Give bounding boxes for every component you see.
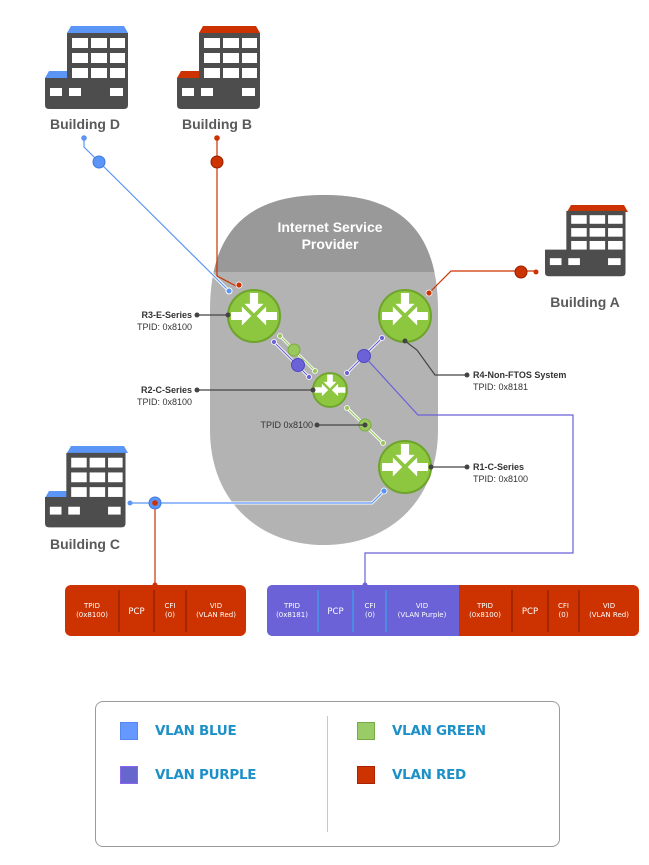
frame-field-label: CFI bbox=[165, 602, 176, 610]
building-icon bbox=[545, 205, 628, 277]
frame-field-value: (VLAN Red) bbox=[196, 611, 236, 619]
vlan-red-marker bbox=[152, 500, 158, 506]
legend-label: VLAN RED bbox=[392, 767, 466, 783]
router-r2[interactable] bbox=[312, 372, 348, 408]
legend-swatch-blue bbox=[120, 722, 138, 740]
frame-field-value: (0x8100) bbox=[469, 611, 501, 619]
callout-link-tpid: TPID 0x8100 bbox=[260, 420, 368, 430]
callout-r4: R4-Non-FTOS System TPID: 0x8181 bbox=[402, 338, 566, 392]
callout-r3: R3-E-Series TPID: 0x8100 bbox=[137, 310, 231, 332]
callout-r2: R2-C-Series TPID: 0x8100 bbox=[137, 385, 316, 407]
frame-field-label: CFI bbox=[365, 602, 376, 610]
building-roof-low bbox=[177, 71, 199, 78]
frame-field-label: VID bbox=[603, 602, 615, 610]
vlan-blue-marker bbox=[92, 155, 106, 169]
frame-field-value: (VLAN Red) bbox=[589, 611, 629, 619]
frame-field-label: PCP bbox=[522, 607, 538, 617]
link-red-to-left-frame bbox=[148, 496, 162, 588]
building-label: Building B bbox=[182, 116, 252, 132]
frame-field-value: (0) bbox=[165, 611, 175, 619]
link-red-building-b-r3 bbox=[210, 135, 243, 289]
building-label: Building C bbox=[50, 536, 120, 552]
legend-label: VLAN BLUE bbox=[155, 723, 237, 739]
link-red-building-a-r4 bbox=[425, 265, 539, 297]
link-tpid-label: TPID 0x8100 bbox=[260, 420, 313, 430]
vlan-green-marker bbox=[287, 343, 301, 357]
router-r1[interactable] bbox=[378, 440, 432, 494]
frame-field-label: VID bbox=[416, 602, 428, 610]
link-blue-building-c-r1 bbox=[127, 487, 388, 506]
frame-body bbox=[65, 585, 246, 636]
building-icon bbox=[45, 26, 128, 109]
frame-field-label: TPID bbox=[476, 602, 493, 610]
building-b[interactable]: Building B bbox=[177, 26, 260, 132]
router-tpid: TPID: 0x8100 bbox=[473, 474, 528, 484]
frame-field-label: TPID bbox=[283, 602, 300, 610]
vlan-red-marker bbox=[514, 265, 528, 279]
building-roof-low bbox=[45, 71, 67, 78]
frame-left: TPID (0x8100) PCP CFI (0) VID (VLAN Red) bbox=[65, 585, 246, 636]
legend-item-vlan-purple: VLAN PURPLE bbox=[120, 766, 256, 784]
frame-field-label: TPID bbox=[83, 602, 100, 610]
legend-label: VLAN PURPLE bbox=[155, 767, 257, 783]
router-name: R2-C-Series bbox=[141, 385, 192, 395]
isp-label-line2: Provider bbox=[302, 236, 359, 252]
building-a[interactable]: Building A bbox=[545, 205, 628, 310]
legend-item-vlan-green: VLAN GREEN bbox=[357, 722, 486, 740]
link-endpoint bbox=[533, 269, 539, 275]
legend-item-vlan-blue: VLAN BLUE bbox=[120, 722, 237, 740]
link-endpoint bbox=[81, 135, 87, 141]
legend-swatch-green bbox=[357, 722, 375, 740]
isp-label-line1: Internet Service bbox=[277, 219, 382, 235]
building-icon bbox=[177, 26, 260, 109]
vlan-red-marker bbox=[210, 155, 224, 169]
callout-r1: R1-C-Series TPID: 0x8100 bbox=[428, 462, 528, 484]
link-blue-building-d-r3 bbox=[81, 135, 233, 295]
building-roof-low bbox=[45, 491, 67, 498]
frame-field-value: (0) bbox=[559, 611, 569, 619]
building-roof bbox=[67, 446, 128, 453]
router-tpid: TPID: 0x8100 bbox=[137, 322, 192, 332]
link-endpoint bbox=[214, 135, 220, 141]
frame-field-value: (0x8100) bbox=[76, 611, 108, 619]
legend: VLAN BLUE VLAN GREEN VLAN PURPLE VLAN RE… bbox=[95, 701, 560, 847]
legend-swatch-red bbox=[357, 766, 375, 784]
frame-field-value: (VLAN Purple) bbox=[398, 611, 447, 619]
building-c[interactable]: Building C bbox=[45, 446, 128, 552]
legend-item-vlan-red: VLAN RED bbox=[357, 766, 466, 784]
building-roof bbox=[67, 26, 128, 33]
router-name: R4-Non-FTOS System bbox=[473, 370, 566, 380]
frame-field-label: VID bbox=[210, 602, 222, 610]
frame-field-value: (0) bbox=[365, 611, 375, 619]
router-name: R1-C-Series bbox=[473, 462, 524, 472]
legend-label: VLAN GREEN bbox=[392, 723, 486, 739]
building-label: Building D bbox=[50, 116, 120, 132]
frame-field-value: (0x8181) bbox=[276, 611, 308, 619]
link-endpoint bbox=[235, 281, 243, 289]
vlan-purple-marker bbox=[291, 358, 305, 372]
frame-outer-tag bbox=[267, 585, 459, 636]
link-endpoint bbox=[380, 487, 388, 495]
link-endpoint bbox=[425, 289, 433, 297]
link-endpoint bbox=[225, 287, 233, 295]
router-r3[interactable] bbox=[227, 289, 281, 343]
building-roof bbox=[567, 205, 628, 212]
legend-divider bbox=[327, 716, 328, 832]
router-tpid: TPID: 0x8181 bbox=[473, 382, 528, 392]
building-label: Building A bbox=[550, 294, 619, 310]
building-icon bbox=[45, 446, 128, 528]
frame-field-label: PCP bbox=[327, 607, 343, 617]
building-roof bbox=[199, 26, 260, 33]
router-tpid: TPID: 0x8100 bbox=[137, 397, 192, 407]
frame-field-label: CFI bbox=[558, 602, 569, 610]
building-d[interactable]: Building D bbox=[45, 26, 128, 132]
legend-swatch-purple bbox=[120, 766, 138, 784]
router-name: R3-E-Series bbox=[141, 310, 192, 320]
frame-right: TPID (0x8181) PCP CFI (0) VID (VLAN Purp… bbox=[267, 585, 639, 636]
link-endpoint bbox=[127, 500, 133, 506]
frame-field-label: PCP bbox=[128, 607, 144, 617]
link-r3-r2 bbox=[271, 333, 318, 380]
router-r4[interactable] bbox=[378, 289, 432, 343]
